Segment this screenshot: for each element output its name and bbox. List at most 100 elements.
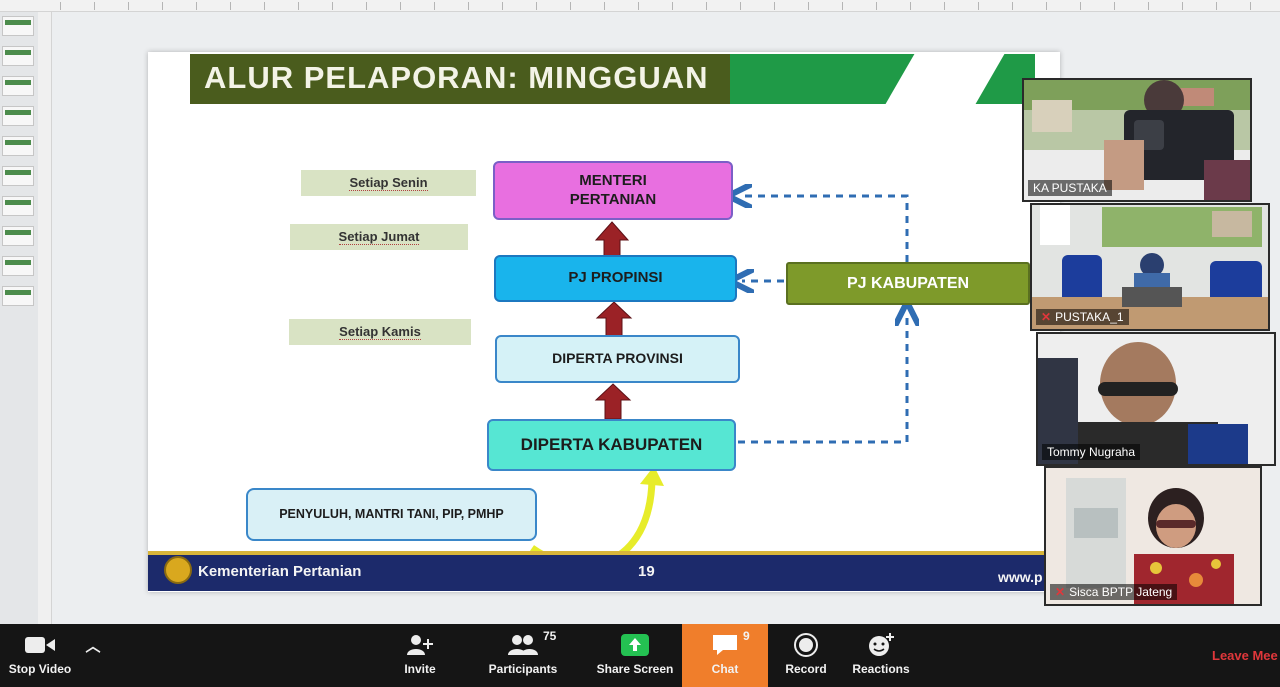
ruler-tick (570, 2, 571, 10)
ruler-tick (1250, 2, 1251, 10)
invite-button[interactable]: Invite (394, 624, 446, 687)
day-label-jumat: Setiap Jumat (290, 224, 468, 250)
chevron-up-icon: ︿ (85, 637, 101, 655)
slide-thumbnail[interactable] (2, 136, 34, 156)
slide-thumbnail[interactable] (2, 46, 34, 66)
ruler-tick (1182, 2, 1183, 10)
slide-title: ALUR PELAPORAN: MINGGUAN (204, 60, 709, 95)
slide-title-bar (190, 54, 730, 104)
horizontal-ruler (0, 0, 1280, 12)
participants-button[interactable]: 75 Participants (488, 629, 558, 676)
ruler-tick (1216, 2, 1217, 10)
chat-button[interactable]: 9 Chat (682, 624, 768, 687)
slide-thumbnail[interactable] (2, 256, 34, 276)
ruler-tick (1012, 2, 1013, 10)
slide-thumbnail-header (5, 20, 31, 25)
ruler-tick (1080, 2, 1081, 10)
ruler-tick (672, 2, 673, 10)
ruler-tick (400, 2, 401, 10)
record-button[interactable]: Record (778, 624, 834, 687)
ruler-tick (808, 2, 809, 10)
ruler-tick (94, 2, 95, 10)
ruler-tick (910, 2, 911, 10)
ruler-tick (60, 2, 61, 10)
slide-thumbnail[interactable] (2, 196, 34, 216)
share-screen-button[interactable]: Share Screen (592, 624, 678, 687)
slide-thumbnail-header (5, 200, 31, 205)
ruler-tick (162, 2, 163, 10)
participant-name: ✕Sisca BPTP Jateng (1050, 584, 1178, 600)
video-feed (1038, 334, 1274, 464)
ruler-tick (978, 2, 979, 10)
participant-tile[interactable]: KA PUSTAKA (1022, 78, 1252, 202)
chat-bubble-icon: 9 (711, 629, 750, 659)
slide-footer (148, 551, 1060, 591)
slide-thumbnail-header (5, 170, 31, 175)
participant-name: ✕PUSTAKA_1 (1036, 309, 1129, 325)
footer-ministry-name: Kementerian Pertanian (198, 563, 362, 580)
mic-off-icon: ✕ (1055, 585, 1066, 599)
ruler-tick (230, 2, 231, 10)
ruler-tick (332, 2, 333, 10)
video-feed (1046, 468, 1260, 604)
add-user-icon (405, 631, 435, 659)
ruler-tick (876, 2, 877, 10)
slide-thumbnail[interactable] (2, 286, 34, 306)
participant-tile[interactable]: Tommy Nugraha (1036, 332, 1276, 466)
ministry-logo-icon (164, 556, 192, 584)
stop-video-button[interactable]: Stop Video (0, 624, 80, 687)
chat-unread-count: 9 (743, 629, 750, 643)
ruler-tick (502, 2, 503, 10)
share-screen-icon (620, 631, 650, 659)
participant-name: Tommy Nugraha (1042, 444, 1141, 460)
day-label-senin: Setiap Senin (301, 170, 476, 196)
box-penyuluh: PENYULUH, MANTRI TANI, PIP, PMHP (246, 488, 537, 541)
box-diperta-kabupaten: DIPERTA KABUPATEN (487, 419, 736, 471)
slide-thumbnail[interactable] (2, 106, 34, 126)
slide-thumbnail-header (5, 110, 31, 115)
ruler-tick (196, 2, 197, 10)
video-camera-icon (24, 631, 56, 659)
box-pj-propinsi: PJ PROPINSI (494, 255, 737, 302)
slide-thumbnail-header (5, 230, 31, 235)
video-options-button[interactable]: ︿ (80, 624, 106, 687)
ruler-tick (944, 2, 945, 10)
vertical-ruler (38, 12, 52, 624)
ruler-tick (366, 2, 367, 10)
video-feed (1024, 80, 1250, 200)
ruler-tick (298, 2, 299, 10)
slide-thumbnail[interactable] (2, 16, 34, 36)
participant-name: KA PUSTAKA (1028, 180, 1112, 196)
ruler-tick (1046, 2, 1047, 10)
ruler-tick (774, 2, 775, 10)
slide-thumbnail[interactable] (2, 226, 34, 246)
ruler-tick (1114, 2, 1115, 10)
ruler-tick (740, 2, 741, 10)
box-diperta-provinsi: DIPERTA PROVINSI (495, 335, 740, 383)
slide-thumbnail[interactable] (2, 76, 34, 96)
ruler-tick (638, 2, 639, 10)
mic-off-icon: ✕ (1041, 310, 1052, 324)
participant-tile[interactable]: ✕PUSTAKA_1 (1030, 203, 1270, 331)
box-pj-kabupaten: PJ KABUPATEN (786, 262, 1030, 305)
ruler-tick (434, 2, 435, 10)
ruler-tick (468, 2, 469, 10)
reactions-button[interactable]: Reactions (848, 624, 914, 687)
ruler-tick (1148, 2, 1149, 10)
video-feed (1032, 205, 1268, 329)
slide-thumbnail-header (5, 50, 31, 55)
ruler-tick (264, 2, 265, 10)
people-icon: 75 (507, 629, 556, 659)
ruler-tick (842, 2, 843, 10)
slide-thumbnail-strip (0, 12, 38, 624)
record-icon (793, 631, 819, 659)
slide-thumbnail-header (5, 290, 31, 295)
participant-tile[interactable]: ✕Sisca BPTP Jateng (1044, 466, 1262, 606)
leave-meeting-button[interactable]: Leave Mee (1212, 648, 1278, 663)
ruler-tick (706, 2, 707, 10)
participants-count: 75 (543, 629, 557, 643)
ruler-tick (604, 2, 605, 10)
slide-thumbnail[interactable] (2, 166, 34, 186)
ruler-tick (128, 2, 129, 10)
